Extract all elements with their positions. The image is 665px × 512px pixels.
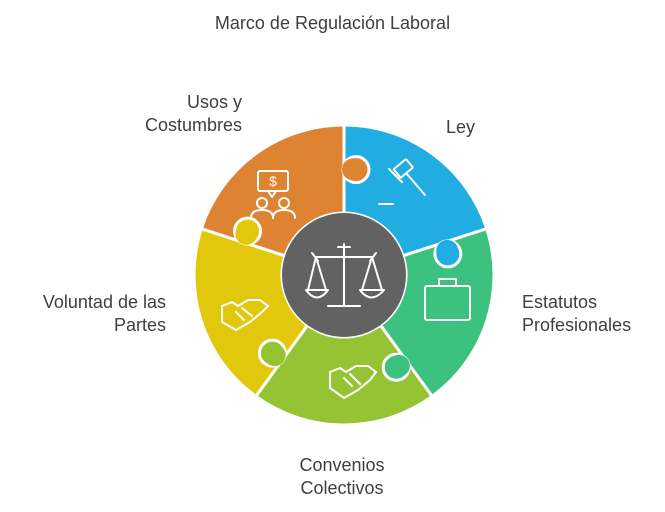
label-line: Partes bbox=[113, 315, 166, 335]
handshake-icon bbox=[329, 365, 377, 399]
puzzle-knob-fill-ley bbox=[436, 239, 459, 262]
svg-text:$: $ bbox=[269, 173, 277, 189]
label-convenios-colectivos: Convenios Colectivos bbox=[262, 454, 422, 500]
label-line: Voluntad de las bbox=[42, 292, 166, 312]
label-usos-y-costumbres: Usos y Costumbres bbox=[110, 91, 242, 137]
label-voluntad-de-las-partes: Voluntad de las Partes bbox=[20, 291, 166, 337]
label-line: Ley bbox=[446, 117, 476, 137]
puzzle-knob-fill-convenios bbox=[263, 344, 286, 367]
diagram-title: Marco de Regulación Laboral bbox=[214, 13, 451, 33]
people-money-icon: $ bbox=[250, 170, 296, 219]
puzzle-knob-fill-voluntad bbox=[235, 222, 258, 245]
label-ley: Ley bbox=[446, 116, 475, 139]
briefcase-icon bbox=[424, 278, 471, 321]
label-line: Profesionales bbox=[522, 315, 632, 335]
label-line: Colectivos bbox=[300, 478, 384, 498]
puzzle-knob-fill-estatutos bbox=[387, 354, 410, 377]
label-line: Estatutos bbox=[522, 292, 598, 312]
label-estatutos-profesionales: Estatutos Profesionales bbox=[522, 291, 631, 337]
gavel-icon bbox=[378, 158, 426, 205]
label-line: Usos y bbox=[186, 92, 242, 112]
puzzle-knob-fill-usos bbox=[341, 158, 364, 181]
scales-icon bbox=[305, 243, 385, 307]
handshake-icon bbox=[221, 299, 269, 331]
label-line: Convenios bbox=[299, 455, 385, 475]
label-line: Costumbres bbox=[144, 115, 242, 135]
